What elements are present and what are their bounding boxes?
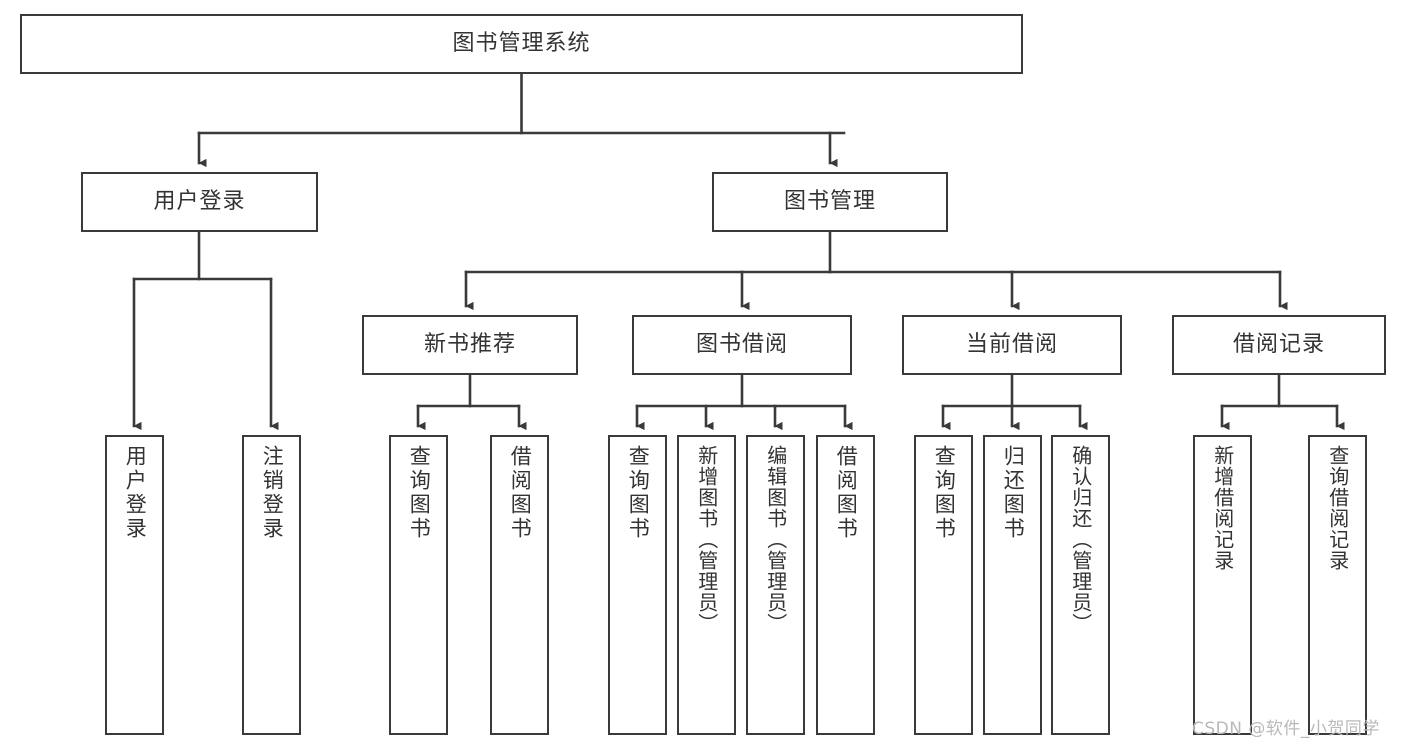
node-label: 图书借阅 <box>695 331 788 357</box>
leaf-query-book-recommend[interactable]: 查询图书 <box>389 435 448 735</box>
leaf-user-login[interactable]: 用户登录 <box>105 435 164 735</box>
node-label: 图书管理系统 <box>452 30 591 56</box>
node-label: 查询图书 <box>932 445 957 541</box>
node-label: 查询图书 <box>407 445 432 541</box>
node-book-borrow[interactable]: 图书借阅 <box>632 315 852 375</box>
node-label: 当前借阅 <box>965 331 1058 357</box>
node-label: 查询借阅记录 <box>1325 445 1350 571</box>
node-label: 图书管理 <box>783 188 876 214</box>
leaf-query-book-current[interactable]: 查询图书 <box>914 435 973 735</box>
node-label: 新增图书（管理员） <box>694 445 719 634</box>
node-label: 新书推荐 <box>423 331 516 357</box>
leaf-add-borrow-record[interactable]: 新增借阅记录 <box>1193 435 1252 735</box>
leaf-return-book[interactable]: 归还图书 <box>983 435 1042 735</box>
leaf-borrow-book-recommend[interactable]: 借阅图书 <box>490 435 549 735</box>
node-label: 借阅图书 <box>508 445 533 541</box>
leaf-query-book-borrow[interactable]: 查询图书 <box>608 435 667 735</box>
leaf-user-logout[interactable]: 注销登录 <box>242 435 301 735</box>
node-label: 用户登录 <box>123 445 148 541</box>
leaf-borrow-book[interactable]: 借阅图书 <box>816 435 875 735</box>
leaf-query-borrow-record[interactable]: 查询借阅记录 <box>1308 435 1367 735</box>
node-label: 注销登录 <box>260 445 285 541</box>
csdn-watermark: CSDN @软件_小贺同学 <box>1192 719 1380 739</box>
leaf-add-book[interactable]: 新增图书（管理员） <box>677 435 736 735</box>
node-label: 确认归还（管理员） <box>1068 445 1093 634</box>
leaf-confirm-return[interactable]: 确认归还（管理员） <box>1051 435 1110 735</box>
node-label: 新增借阅记录 <box>1210 445 1235 571</box>
node-new-book-recommend[interactable]: 新书推荐 <box>362 315 578 375</box>
node-borrow-record[interactable]: 借阅记录 <box>1172 315 1386 375</box>
leaf-edit-book[interactable]: 编辑图书（管理员） <box>746 435 805 735</box>
node-current-borrow[interactable]: 当前借阅 <box>902 315 1122 375</box>
node-label: 用户登录 <box>153 188 246 214</box>
node-label: 借阅图书 <box>834 445 859 541</box>
node-user-login[interactable]: 用户登录 <box>81 172 318 232</box>
node-label: 查询图书 <box>626 445 651 541</box>
node-book-manage[interactable]: 图书管理 <box>712 172 948 232</box>
node-label: 借阅记录 <box>1232 331 1325 357</box>
node-label: 编辑图书（管理员） <box>763 445 788 634</box>
node-label: 归还图书 <box>1001 445 1026 541</box>
node-root-system[interactable]: 图书管理系统 <box>20 14 1023 74</box>
